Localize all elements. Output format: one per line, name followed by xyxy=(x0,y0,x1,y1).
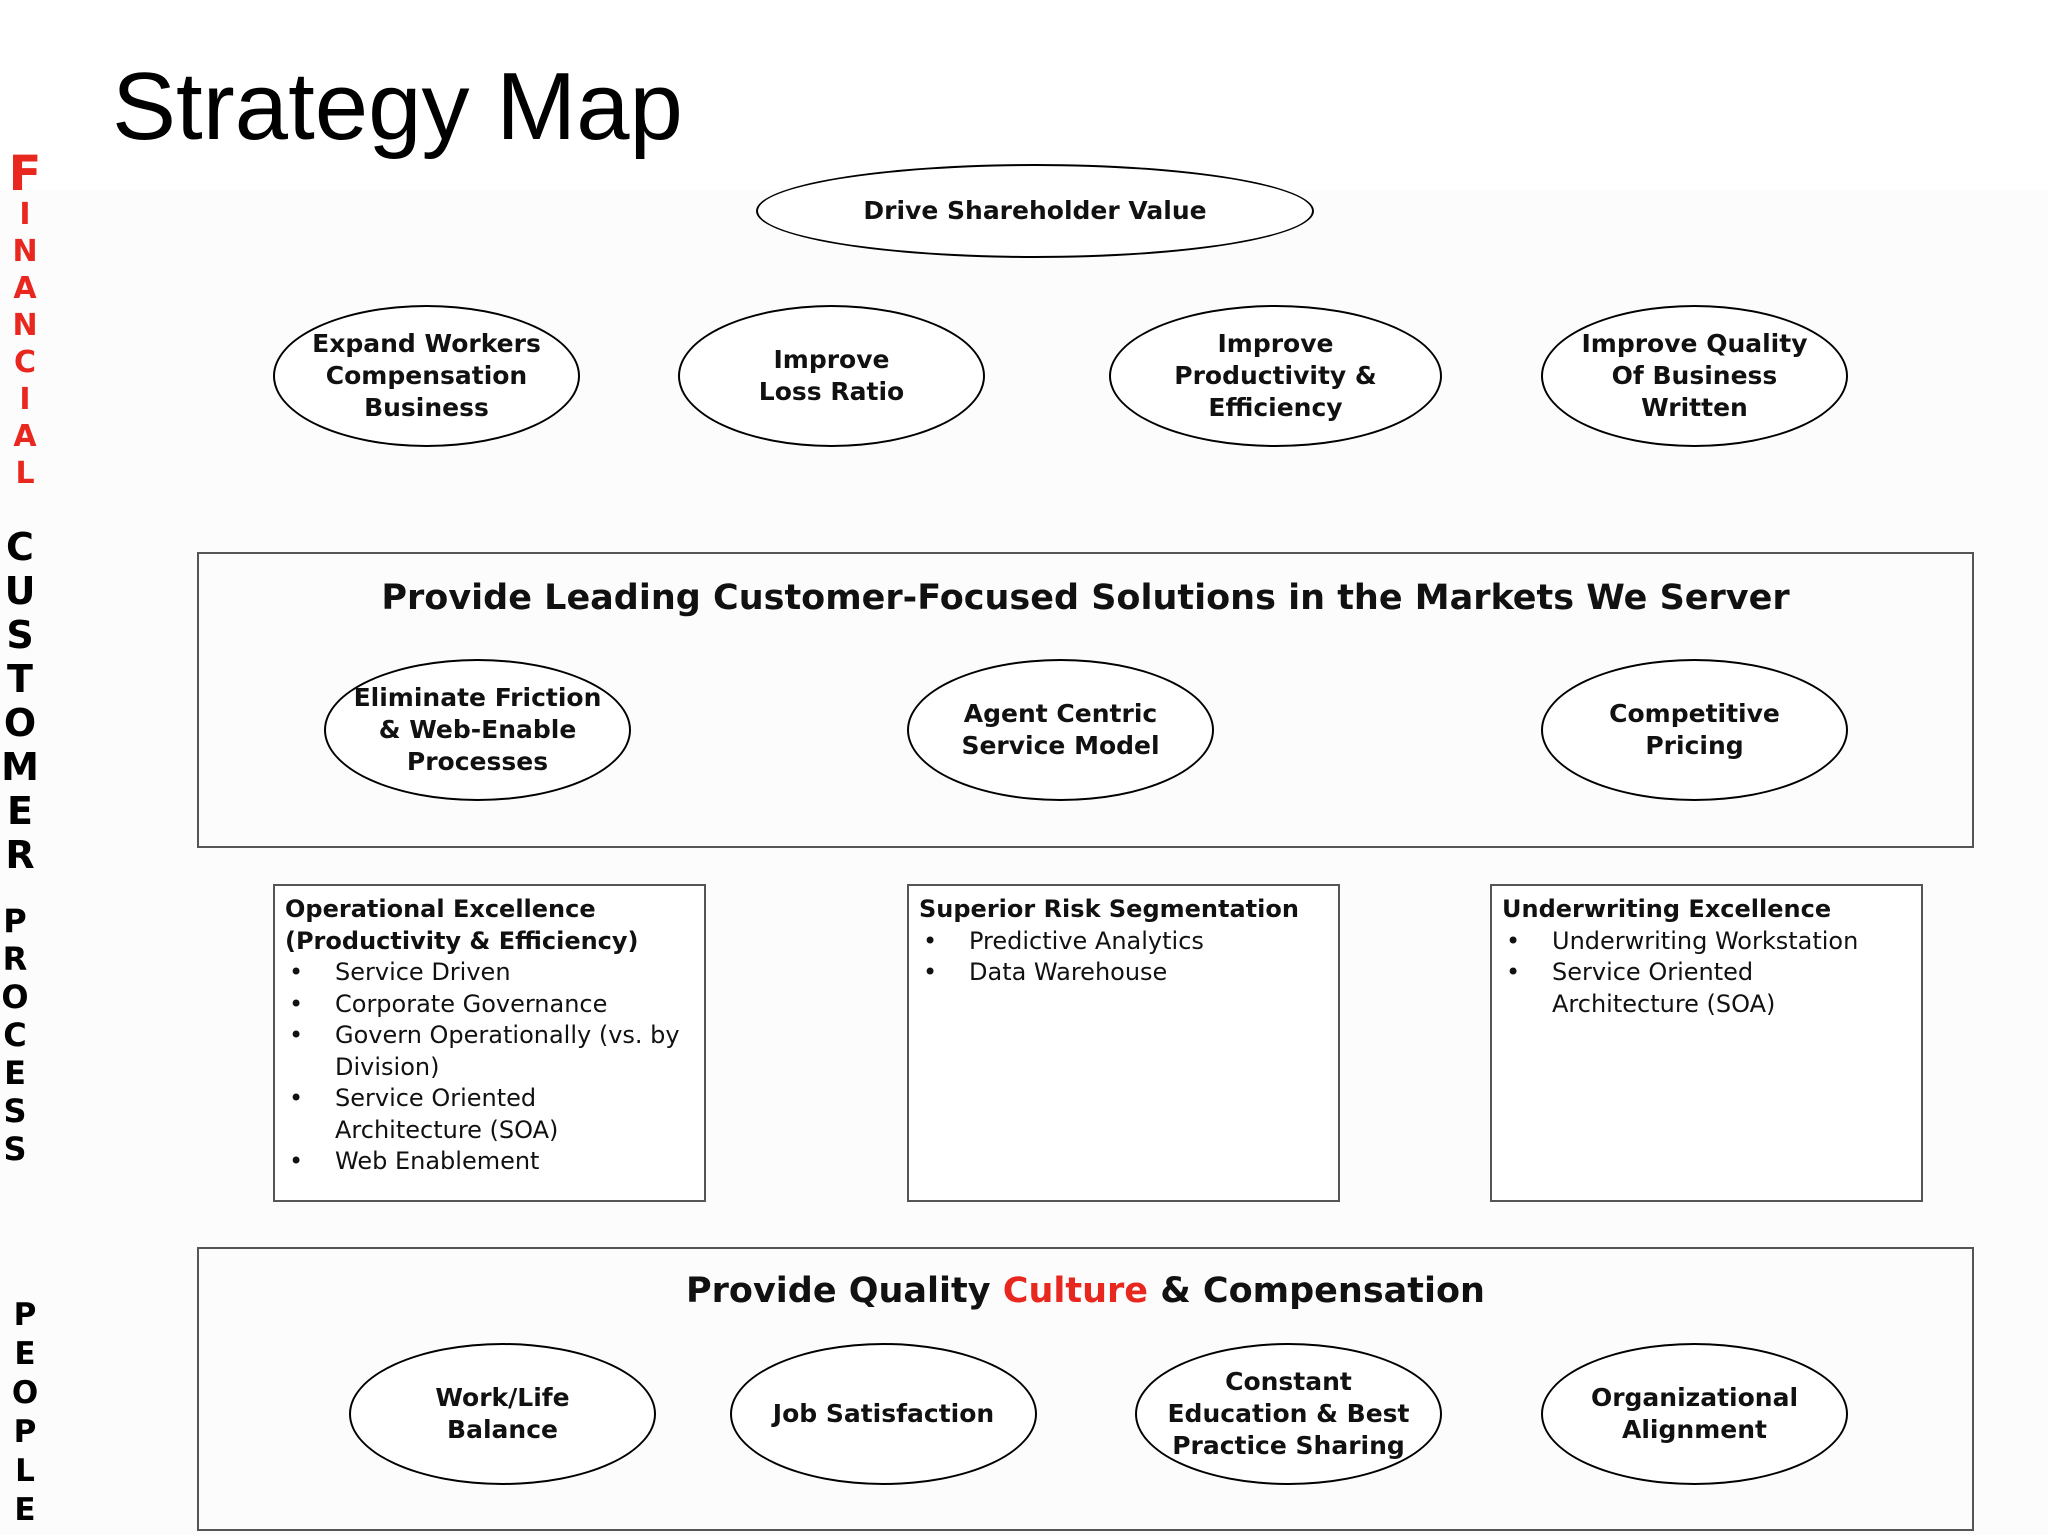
superior-risk-segmentation-box: Superior Risk Segmentation Predictive An… xyxy=(907,884,1340,1202)
financial-letter: C xyxy=(13,345,37,380)
process-box-title: Underwriting Excellence xyxy=(1502,895,1832,923)
process-bullet-item: Service Oriented Architecture (SOA) xyxy=(1502,957,1911,1020)
process-box-list: Service Driven Corporate Governance Gove… xyxy=(285,957,694,1178)
financial-letter: N xyxy=(12,234,38,269)
financial-perspective-label: F I N A N C I A L xyxy=(8,150,42,496)
process-bullet-item: Corporate Governance xyxy=(285,989,694,1021)
financial-letter: A xyxy=(13,271,37,306)
people-letter: O xyxy=(11,1375,39,1411)
people-letter: P xyxy=(13,1297,37,1333)
underwriting-excellence-box: Underwriting Excellence Underwriting Wor… xyxy=(1490,884,1923,1202)
people-letter: P xyxy=(13,1414,37,1450)
process-bullet-item: Underwriting Workstation xyxy=(1502,926,1911,958)
financial-objective-oval: Improve Loss Ratio xyxy=(678,305,985,447)
process-letter: O xyxy=(1,978,29,1016)
customer-letter: U xyxy=(4,569,36,613)
customer-objective-oval: Competitive Pricing xyxy=(1541,659,1848,801)
people-heading-accent: Culture xyxy=(1002,1271,1149,1311)
process-bullet-item: Service Oriented Architecture (SOA) xyxy=(285,1083,694,1146)
customer-letter: M xyxy=(1,745,39,789)
process-box-list: Predictive Analytics Data Warehouse xyxy=(919,926,1328,989)
customer-objective-oval: Eliminate Friction & Web-Enable Processe… xyxy=(324,659,631,801)
process-box-list: Underwriting Workstation Service Oriente… xyxy=(1502,926,1911,1021)
customer-letter: O xyxy=(3,701,37,745)
people-heading-start: Provide Quality xyxy=(686,1271,1003,1311)
people-perspective-label: P E O P L E xyxy=(10,1300,40,1534)
customer-letter: R xyxy=(5,833,35,877)
people-heading: Provide Quality Culture & Compensation xyxy=(199,1271,1972,1311)
customer-objective-oval: Agent Centric Service Model xyxy=(907,659,1214,801)
process-box-title: Superior Risk Segmentation xyxy=(919,895,1299,923)
financial-letter: F xyxy=(8,146,42,202)
process-bullet-item: Predictive Analytics xyxy=(919,926,1328,958)
customer-letter: S xyxy=(6,613,34,657)
financial-objective-oval: Improve Productivity & Efficiency xyxy=(1109,305,1442,447)
customer-letter: T xyxy=(7,657,33,701)
financial-letter: N xyxy=(12,308,38,343)
people-heading-end: & Compensation xyxy=(1148,1271,1485,1311)
customer-perspective-label: C U S T O M E R xyxy=(1,525,39,880)
process-letter: P xyxy=(3,902,27,940)
process-perspective-label: P R O C E S S xyxy=(0,905,30,1171)
people-objective-oval: Constant Education & Best Practice Shari… xyxy=(1135,1343,1442,1485)
people-letter: L xyxy=(15,1453,35,1489)
people-objective-oval: Job Satisfaction xyxy=(730,1343,1037,1485)
process-bullet-item: Web Enablement xyxy=(285,1146,694,1178)
process-letter: C xyxy=(3,1016,27,1054)
people-letter: E xyxy=(14,1336,36,1372)
page-title: Strategy Map xyxy=(112,53,683,160)
financial-letter: I xyxy=(19,197,31,232)
people-objective-oval: Work/Life Balance xyxy=(349,1343,656,1485)
financial-letter: L xyxy=(15,456,35,491)
drive-shareholder-value-oval: Drive Shareholder Value xyxy=(756,164,1314,258)
process-box-title: Operational Excellence (Productivity & E… xyxy=(285,895,639,955)
customer-letter: E xyxy=(7,789,33,833)
customer-letter: C xyxy=(6,525,34,569)
financial-letter: A xyxy=(13,419,37,454)
customer-heading: Provide Leading Customer-Focused Solutio… xyxy=(381,578,1790,618)
process-letter: E xyxy=(4,1054,26,1092)
operational-excellence-box: Operational Excellence (Productivity & E… xyxy=(273,884,706,1202)
process-letter: S xyxy=(3,1092,27,1130)
people-objective-oval: Organizational Alignment xyxy=(1541,1343,1848,1485)
process-bullet-item: Service Driven xyxy=(285,957,694,989)
financial-letter: I xyxy=(19,382,31,417)
process-letter: R xyxy=(2,940,28,978)
process-letter: S xyxy=(3,1130,27,1168)
process-bullet-item: Data Warehouse xyxy=(919,957,1328,989)
financial-objective-oval: Expand Workers Compensation Business xyxy=(273,305,580,447)
process-bullet-item: Govern Operationally (vs. by Division) xyxy=(285,1020,694,1083)
people-letter: E xyxy=(14,1492,36,1528)
financial-objective-oval: Improve Quality Of Business Written xyxy=(1541,305,1848,447)
